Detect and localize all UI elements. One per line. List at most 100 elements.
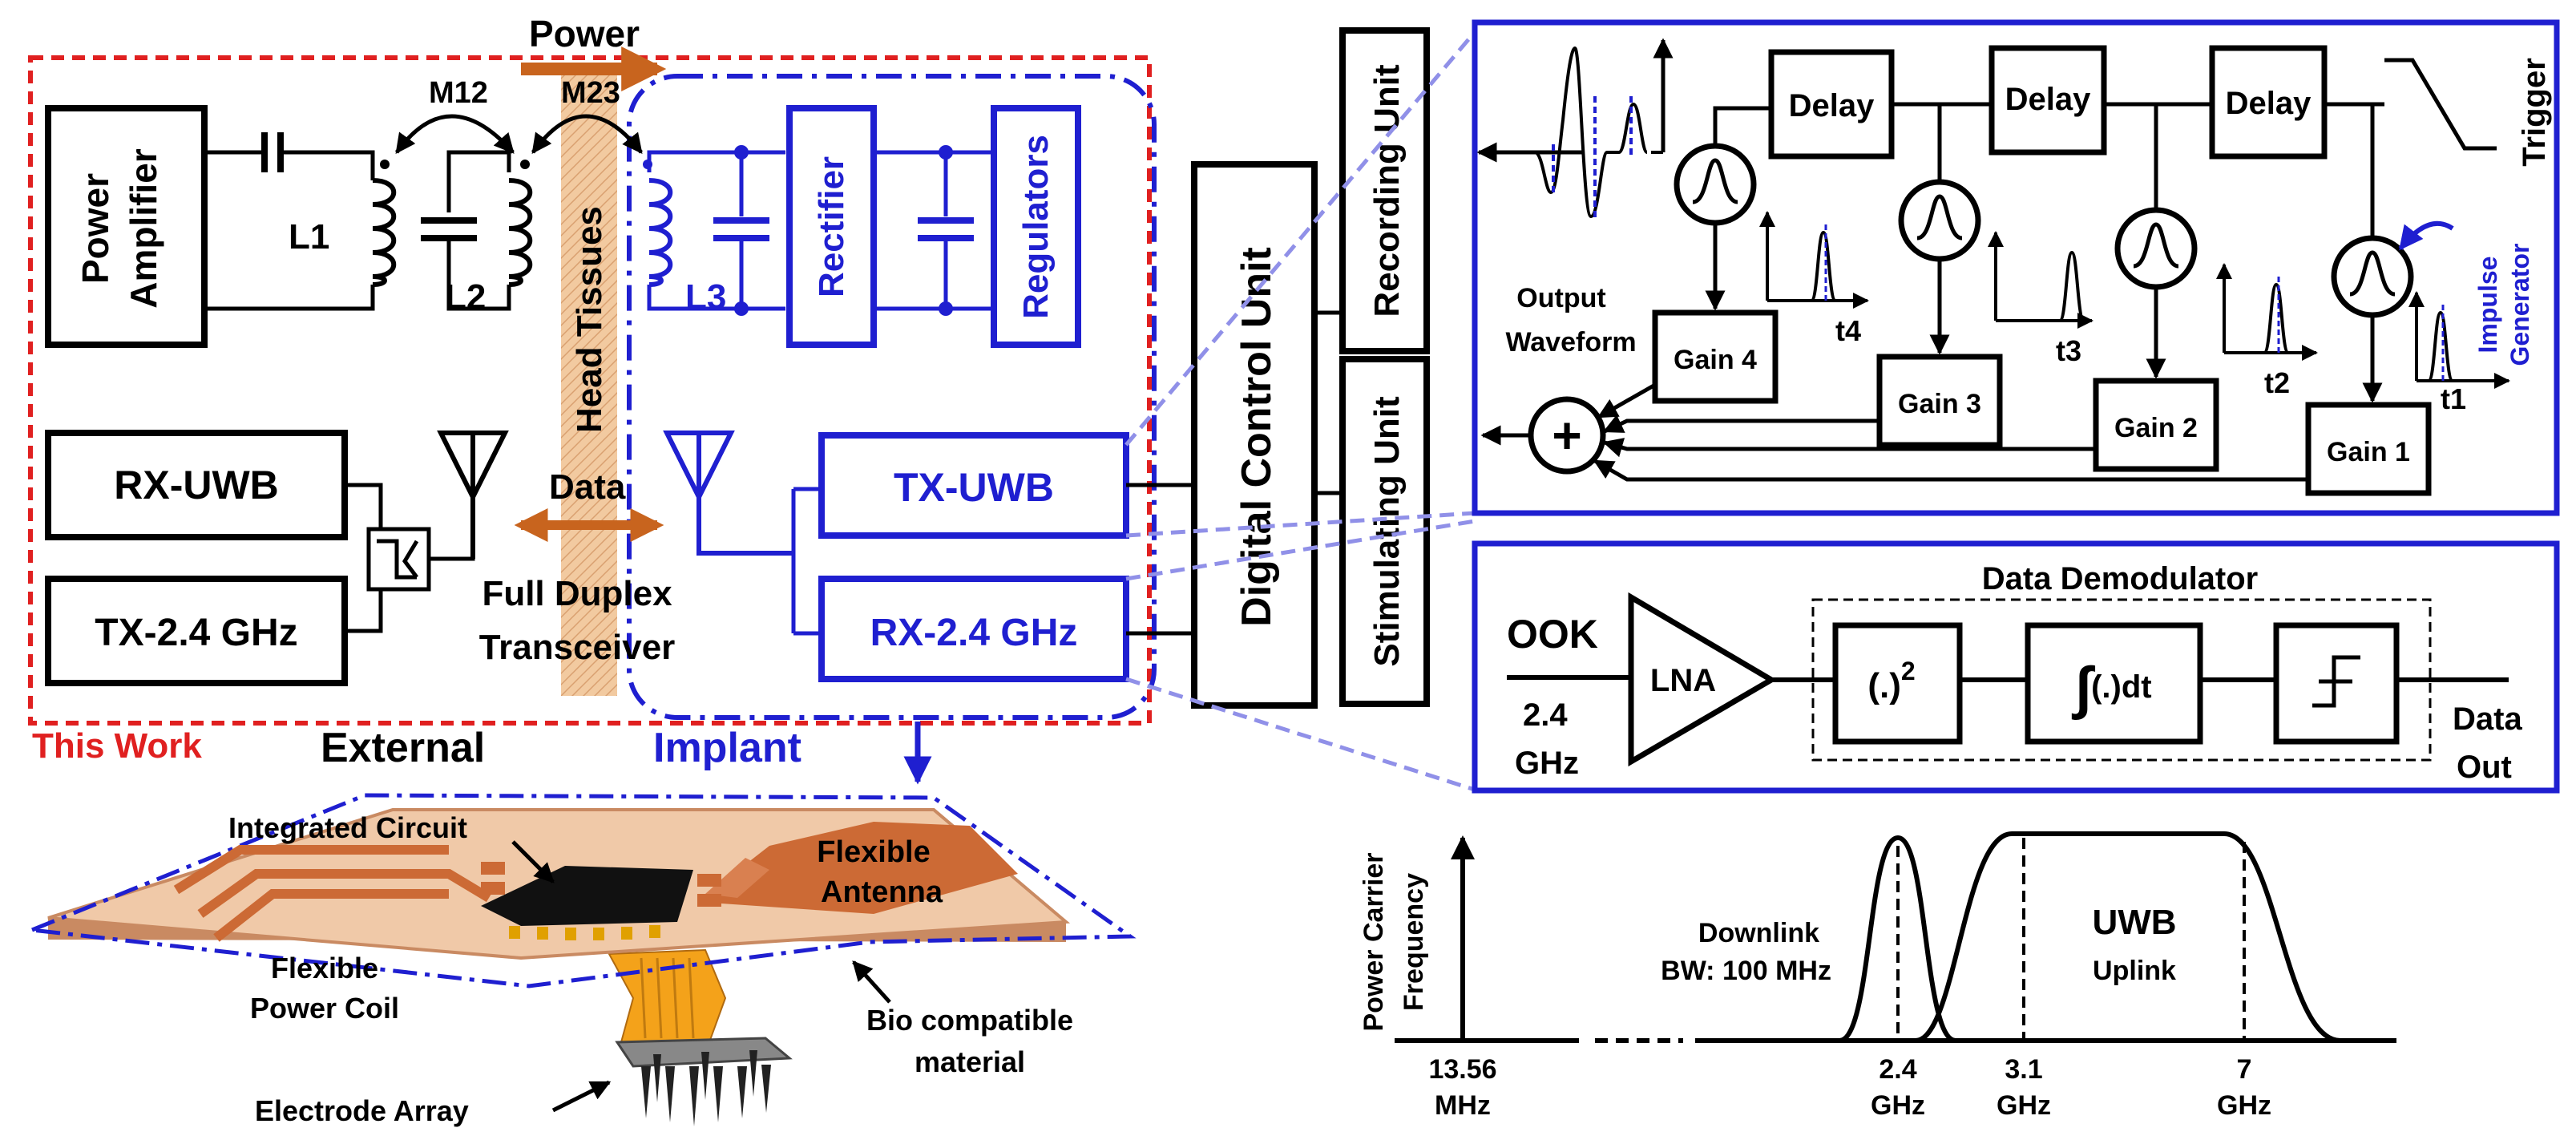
tick-31-unit: GHz — [1997, 1090, 2051, 1121]
timing-plot-t4: t4 — [1759, 211, 1869, 347]
power-amplifier-box — [45, 105, 208, 348]
gain-box-3 — [1876, 354, 2003, 448]
rx-24-box — [818, 576, 1129, 682]
coil-l1-label: L1 — [289, 217, 329, 257]
time-label-t2: t2 — [2264, 366, 2290, 399]
downlink-band — [1839, 835, 1956, 1043]
flexible-antenna-label-1: Flexible — [817, 835, 931, 869]
delay-box-2 — [1989, 45, 2107, 156]
regulators-box — [991, 105, 1081, 348]
gain-box-2 — [2093, 378, 2219, 472]
flexible-power-coil-traces — [173, 845, 492, 942]
ic-pins — [509, 925, 660, 940]
flex-cable-traces — [640, 957, 695, 1039]
time-label-t4: t4 — [1835, 314, 1861, 347]
tick-1356-value: 13.56 — [1428, 1054, 1496, 1085]
rx-24-label: RX-2.4 GHz — [870, 612, 1078, 654]
freq-label-2: GHz — [1515, 746, 1579, 781]
gain-label-4: Gain 4 — [1674, 345, 1757, 375]
freq-label-1: 2.4 — [1523, 697, 1568, 733]
integrator-box — [2025, 622, 2203, 745]
stimulating-unit-label: Stimulating Unit — [1367, 396, 1407, 667]
tick-24-unit: GHz — [1871, 1090, 1925, 1121]
tick-7-unit: GHz — [2217, 1090, 2271, 1121]
downlink-label-1: Downlink — [1698, 918, 1819, 948]
output-waveform-label-2: Waveform — [1505, 327, 1636, 358]
coil-l1 — [372, 178, 397, 287]
tick-1356-unit: MHz — [1435, 1090, 1491, 1121]
primary-circuit — [204, 132, 375, 311]
bio-compatible-label-2: material — [915, 1045, 1025, 1078]
tick-24-value: 2.4 — [1879, 1054, 1916, 1085]
rx-uwb-box — [45, 430, 348, 540]
regulators-label: Regulators — [1016, 135, 1056, 319]
tx-24-label: TX-2.4 GHz — [95, 612, 297, 654]
delay-box-3 — [2209, 45, 2328, 160]
uwb-band — [1915, 831, 2341, 1043]
rectifier-box — [786, 105, 877, 348]
summer-plus: + — [1552, 406, 1581, 464]
recording-unit-label: Recording Unit — [1367, 64, 1407, 317]
head-tissues-band — [561, 64, 617, 696]
timing-plot-t3: t3 — [1988, 231, 2094, 367]
full-duplex-label-1: Full Duplex — [482, 574, 672, 613]
downlink-label-2: BW: 100 MHz — [1661, 956, 1831, 986]
this-work-boundary — [28, 55, 1152, 726]
left-system-block: Head Tissues Power Data Power Amplifier … — [28, 13, 1157, 785]
impulse-generator-label-2: Generator — [2505, 244, 2534, 366]
lna-label: LNA — [1650, 663, 1716, 698]
implant-boundary — [627, 74, 1157, 720]
timing-plot-t2: t2 — [2216, 263, 2318, 399]
zoom-lines — [1124, 30, 1476, 792]
gain-box-4 — [1652, 309, 1779, 404]
power-amplifier-label-1: Power — [75, 173, 116, 284]
control-units: Digital Control Unit Recording Unit Stim… — [1126, 27, 1430, 709]
lna-triangle — [1628, 592, 1777, 767]
gain-label-3: Gain 3 — [1898, 389, 1981, 419]
flexible-power-coil-label-1: Flexible — [271, 952, 378, 984]
electrode-spikes — [641, 1050, 771, 1126]
power-label: Power — [529, 13, 640, 55]
frequency-spectrum: Power Carrier Frequency Downlink BW: 100… — [1359, 831, 2396, 1121]
tx-24-box — [45, 576, 348, 686]
head-tissues-label: Head Tissues — [570, 206, 609, 433]
impulse-generator-pointer — [2398, 220, 2454, 251]
electrode-array-label: Electrode Array — [255, 1094, 469, 1127]
rx-uwb-label: RX-UWB — [114, 463, 279, 507]
this-work-label: This Work — [32, 726, 202, 766]
implant-trx-wires — [791, 487, 822, 636]
external-antenna — [437, 431, 509, 559]
impulse-generator-panel: Output Waveform Trigger Delay Delay Dela… — [1472, 19, 2560, 516]
digital-control-unit-label: Digital Control Unit — [1233, 247, 1280, 627]
delay-box-1 — [1768, 49, 1895, 160]
tx-uwb-label: TX-UWB — [894, 465, 1054, 510]
uplink-label: Uplink — [2093, 956, 2176, 986]
spectrum-ylabel-2: Frequency — [1399, 873, 1429, 1011]
output-waveform-label-1: Output — [1516, 283, 1605, 313]
data-label: Data — [549, 467, 626, 507]
spectrum-ylabel-1: Power Carrier — [1359, 853, 1389, 1032]
trigger-label: Trigger — [2517, 58, 2552, 167]
m12-arc — [394, 114, 515, 155]
flexible-power-coil-label-2: Power Coil — [250, 992, 399, 1025]
trigger-ramp — [2384, 58, 2497, 151]
tick-31-value: 3.1 — [2005, 1054, 2042, 1085]
digital-control-unit-box — [1191, 161, 1318, 709]
power-amplifier-label-2: Amplifier — [123, 148, 164, 308]
coil-l2-label: L2 — [445, 277, 486, 317]
data-demodulator-panel: Data Demodulator OOK 2.4 GHz LNA (.)2 ∫(… — [1472, 540, 2560, 794]
gain-to-summer-wires — [1593, 382, 2308, 482]
delay-chain — [1713, 102, 2384, 236]
pulse-generator-3 — [1898, 179, 1981, 355]
flexible-antenna-label-2: Antenna — [821, 875, 943, 909]
stimulating-unit-box — [1339, 356, 1430, 707]
comparator-box — [2273, 622, 2400, 745]
implant-3d-illustration: Integrated Circuit Flexible Antenna Flex… — [31, 793, 1137, 1127]
gain-label-1: Gain 1 — [2327, 437, 2410, 467]
gain-box-1 — [2305, 402, 2432, 496]
recording-unit-box — [1339, 27, 1430, 354]
flexible-antenna-shape — [697, 822, 1018, 914]
coil-l3 — [648, 178, 673, 287]
delay-label-2: Delay — [2005, 82, 2091, 117]
